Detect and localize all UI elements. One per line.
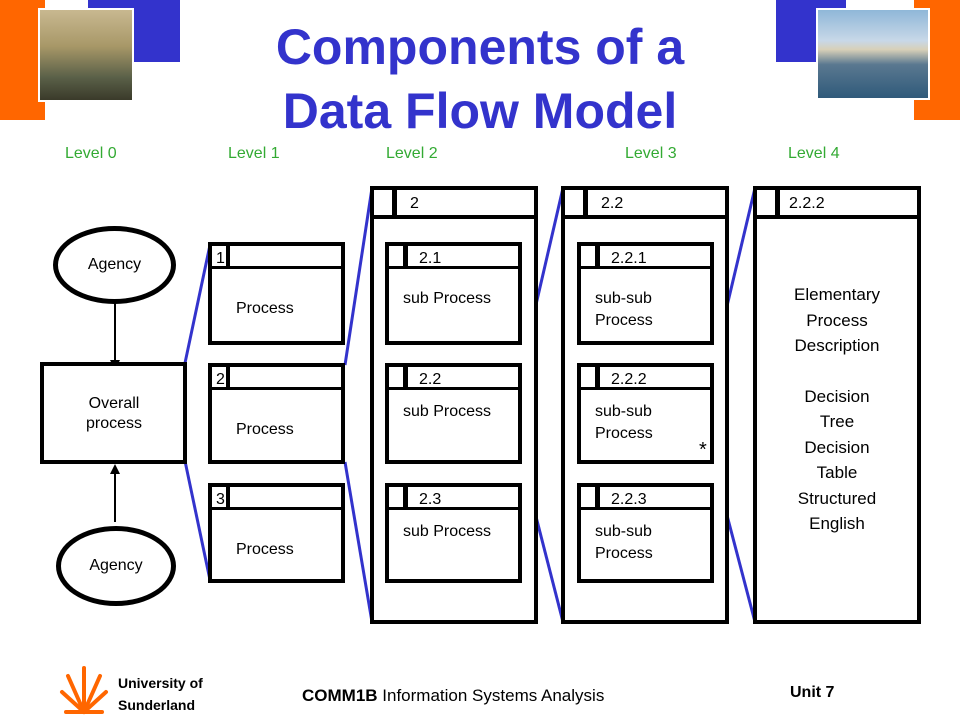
decor-top-right (776, 0, 960, 125)
agency-top-ellipse: Agency (53, 226, 176, 304)
level3-subsubprocess-3: 2.2.3 sub-sub Process (577, 483, 714, 583)
unit-label: Unit 7 (790, 684, 835, 701)
level1-process-3-label: Process (236, 541, 294, 558)
level4-line: Decision (804, 386, 870, 406)
course-name: Information Systems Analysis (377, 686, 605, 705)
level2-subprocess-3-number: 2.3 (419, 491, 442, 508)
level1-process-3-number: 3 (216, 491, 225, 508)
harbour-photo (816, 8, 930, 100)
level-4-header: Level 4 (788, 145, 840, 162)
overall-process-box: Overall process (40, 362, 187, 464)
agency-bottom-ellipse: Agency (56, 526, 176, 606)
level4-number: 2.2.2 (789, 195, 825, 212)
level2-subprocess-2-number: 2.2 (419, 371, 442, 388)
level1-process-1-label: Process (236, 300, 294, 317)
level2-subprocess-3: 2.3 sub Process (385, 483, 522, 583)
level3-subsubprocess-3-number: 2.2.3 (611, 491, 647, 508)
level3-subsubprocess-2-number: 2.2.2 (611, 371, 647, 388)
level2-subprocess-1-number: 2.1 (419, 250, 442, 267)
decor-top-left (0, 0, 180, 125)
level4-line: Decision (804, 437, 870, 457)
level1-process-1: 1 Process (208, 242, 345, 345)
level3-subsubprocess-3-label: sub-sub Process (595, 523, 653, 562)
page-title-line2: Data Flow Model (282, 83, 678, 139)
level4-line (767, 359, 907, 384)
level3-subsubprocess-2: 2.2.2 sub-sub Process * (577, 363, 714, 464)
agency-top-label: Agency (87, 256, 142, 273)
level4-line: Structured (797, 488, 877, 508)
level4-frame: 2.2.2 Elementary Process Description Dec… (753, 186, 921, 624)
level4-line: Process (806, 310, 868, 330)
level2-subprocess-1: 2.1 sub Process (385, 242, 522, 345)
level1-process-2-number: 2 (216, 371, 225, 388)
level3-subsubprocess-1: 2.2.1 sub-sub Process (577, 242, 714, 345)
level-2-header: Level 2 (386, 145, 438, 162)
office-photo (38, 8, 134, 102)
level-0-header: Level 0 (65, 145, 117, 162)
level2-number: 2 (410, 195, 419, 212)
university-name: University of Sunderland (118, 675, 203, 713)
level4-description: Elementary Process Description Decision … (767, 282, 907, 537)
course-title: COMM1B Information Systems Analysis (302, 686, 604, 706)
page-title-line1: Components of a (275, 19, 685, 75)
level1-process-2: 2 Process (208, 363, 345, 464)
level2-subprocess-3-label: sub Process (403, 523, 492, 540)
level1-process-1-number: 1 (216, 250, 225, 267)
level4-line: English (809, 514, 865, 533)
level-1-header: Level 1 (228, 145, 280, 162)
level3-marker: * (699, 439, 707, 461)
level3-subsubprocess-1-label: sub-sub Process (595, 290, 653, 329)
level2-subprocess-1-label: sub Process (403, 290, 492, 307)
level1-process-2-label: Process (236, 421, 294, 438)
level2-subprocess-2: 2.2 sub Process (385, 363, 522, 464)
level4-line: Elementary (794, 285, 880, 304)
level1-process-3: 3 Process (208, 483, 345, 583)
level2-subprocess-2-label: sub Process (403, 403, 492, 420)
level-3-header: Level 3 (625, 145, 677, 162)
level3-subsubprocess-1-number: 2.2.1 (611, 250, 647, 267)
level4-line: Table (816, 463, 858, 482)
level4-line: Tree (819, 412, 855, 431)
overall-process-label: Overall process (85, 395, 143, 432)
level3-number: 2.2 (601, 195, 624, 212)
course-code: COMM1B (302, 686, 378, 705)
level4-line: Description (794, 336, 880, 355)
agency-bottom-label: Agency (89, 557, 143, 574)
level3-subsubprocess-2-label: sub-sub Process (595, 403, 653, 442)
